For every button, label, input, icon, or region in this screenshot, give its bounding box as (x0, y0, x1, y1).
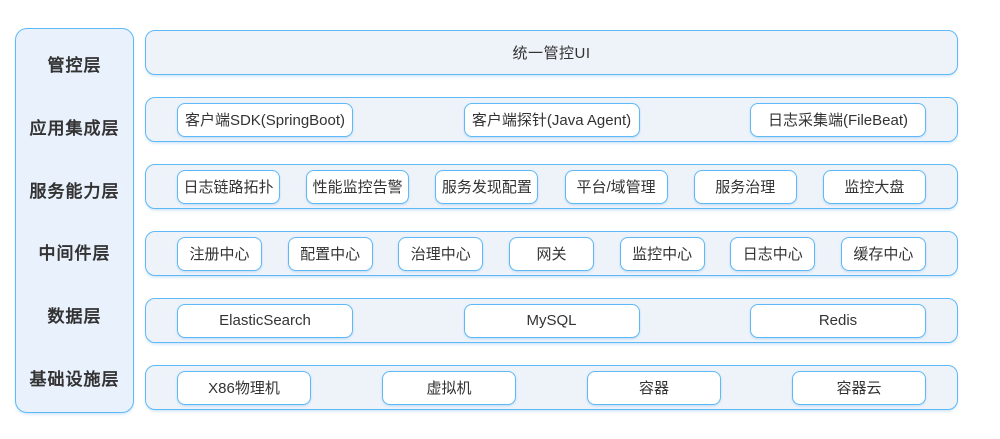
layer-label-infrastructure: 基础设施层 (29, 370, 120, 390)
box-elasticsearch: ElasticSearch (177, 303, 353, 338)
box-cache-center: 缓存中心 (840, 236, 926, 271)
layer-row-data: ElasticSearch MySQL Redis (145, 298, 958, 343)
box-monitor-dashboard: 监控大盘 (822, 169, 926, 204)
box-container-cloud: 容器云 (792, 370, 926, 405)
box-registry-center: 注册中心 (177, 236, 262, 271)
box-log-trace-topology: 日志链路拓扑 (177, 169, 280, 204)
box-mysql: MySQL (463, 303, 640, 338)
box-log-collector-filebeat: 日志采集端(FileBeat) (750, 102, 926, 137)
box-config-center: 配置中心 (287, 236, 373, 271)
box-virtual-machine: 虚拟机 (382, 370, 516, 405)
box-redis: Redis (750, 303, 926, 338)
layer-label-data: 数据层 (47, 307, 102, 327)
box-gateway: 网关 (508, 236, 594, 271)
box-service-governance: 服务治理 (693, 169, 797, 204)
box-client-sdk-springboot: 客户端SDK(SpringBoot) (177, 102, 353, 137)
layer-rows: 统一管控UI 客户端SDK(SpringBoot) 客户端探针(Java Age… (145, 30, 958, 413)
layer-row-service-capability: 日志链路拓扑 性能监控告警 服务发现配置 平台/域管理 服务治理 监控大盘 (145, 164, 958, 209)
box-platform-domain-mgmt: 平台/域管理 (564, 169, 668, 204)
layer-label-app-integration: 应用集成层 (29, 118, 120, 138)
layer-label-service-capability: 服务能力层 (29, 181, 120, 201)
layer-label-middleware: 中间件层 (38, 244, 111, 264)
box-governance-center: 治理中心 (398, 236, 484, 271)
box-container: 容器 (587, 370, 721, 405)
layer-row-app-integration: 客户端SDK(SpringBoot) 客户端探针(Java Agent) 日志采… (145, 97, 958, 142)
box-monitor-center: 监控中心 (619, 236, 705, 271)
box-perf-monitor-alert: 性能监控告警 (306, 169, 410, 204)
layer-label-control: 管控层 (47, 55, 102, 75)
layer-row-infrastructure: X86物理机 虚拟机 容器 容器云 (145, 365, 958, 410)
unified-console-label: 统一管控UI (512, 45, 591, 62)
architecture-diagram: 管控层 应用集成层 服务能力层 中间件层 数据层 基础设施层 统一管控UI 客户… (15, 28, 958, 413)
layer-row-middleware: 注册中心 配置中心 治理中心 网关 监控中心 日志中心 缓存中心 (145, 231, 958, 276)
box-log-center: 日志中心 (730, 236, 816, 271)
layer-row-control: 统一管控UI (145, 30, 958, 75)
box-x86-physical-machine: X86物理机 (177, 370, 311, 405)
layer-label-column: 管控层 应用集成层 服务能力层 中间件层 数据层 基础设施层 (15, 28, 134, 413)
box-service-discovery-config: 服务发现配置 (435, 169, 539, 204)
box-client-probe-java-agent: 客户端探针(Java Agent) (463, 102, 640, 137)
